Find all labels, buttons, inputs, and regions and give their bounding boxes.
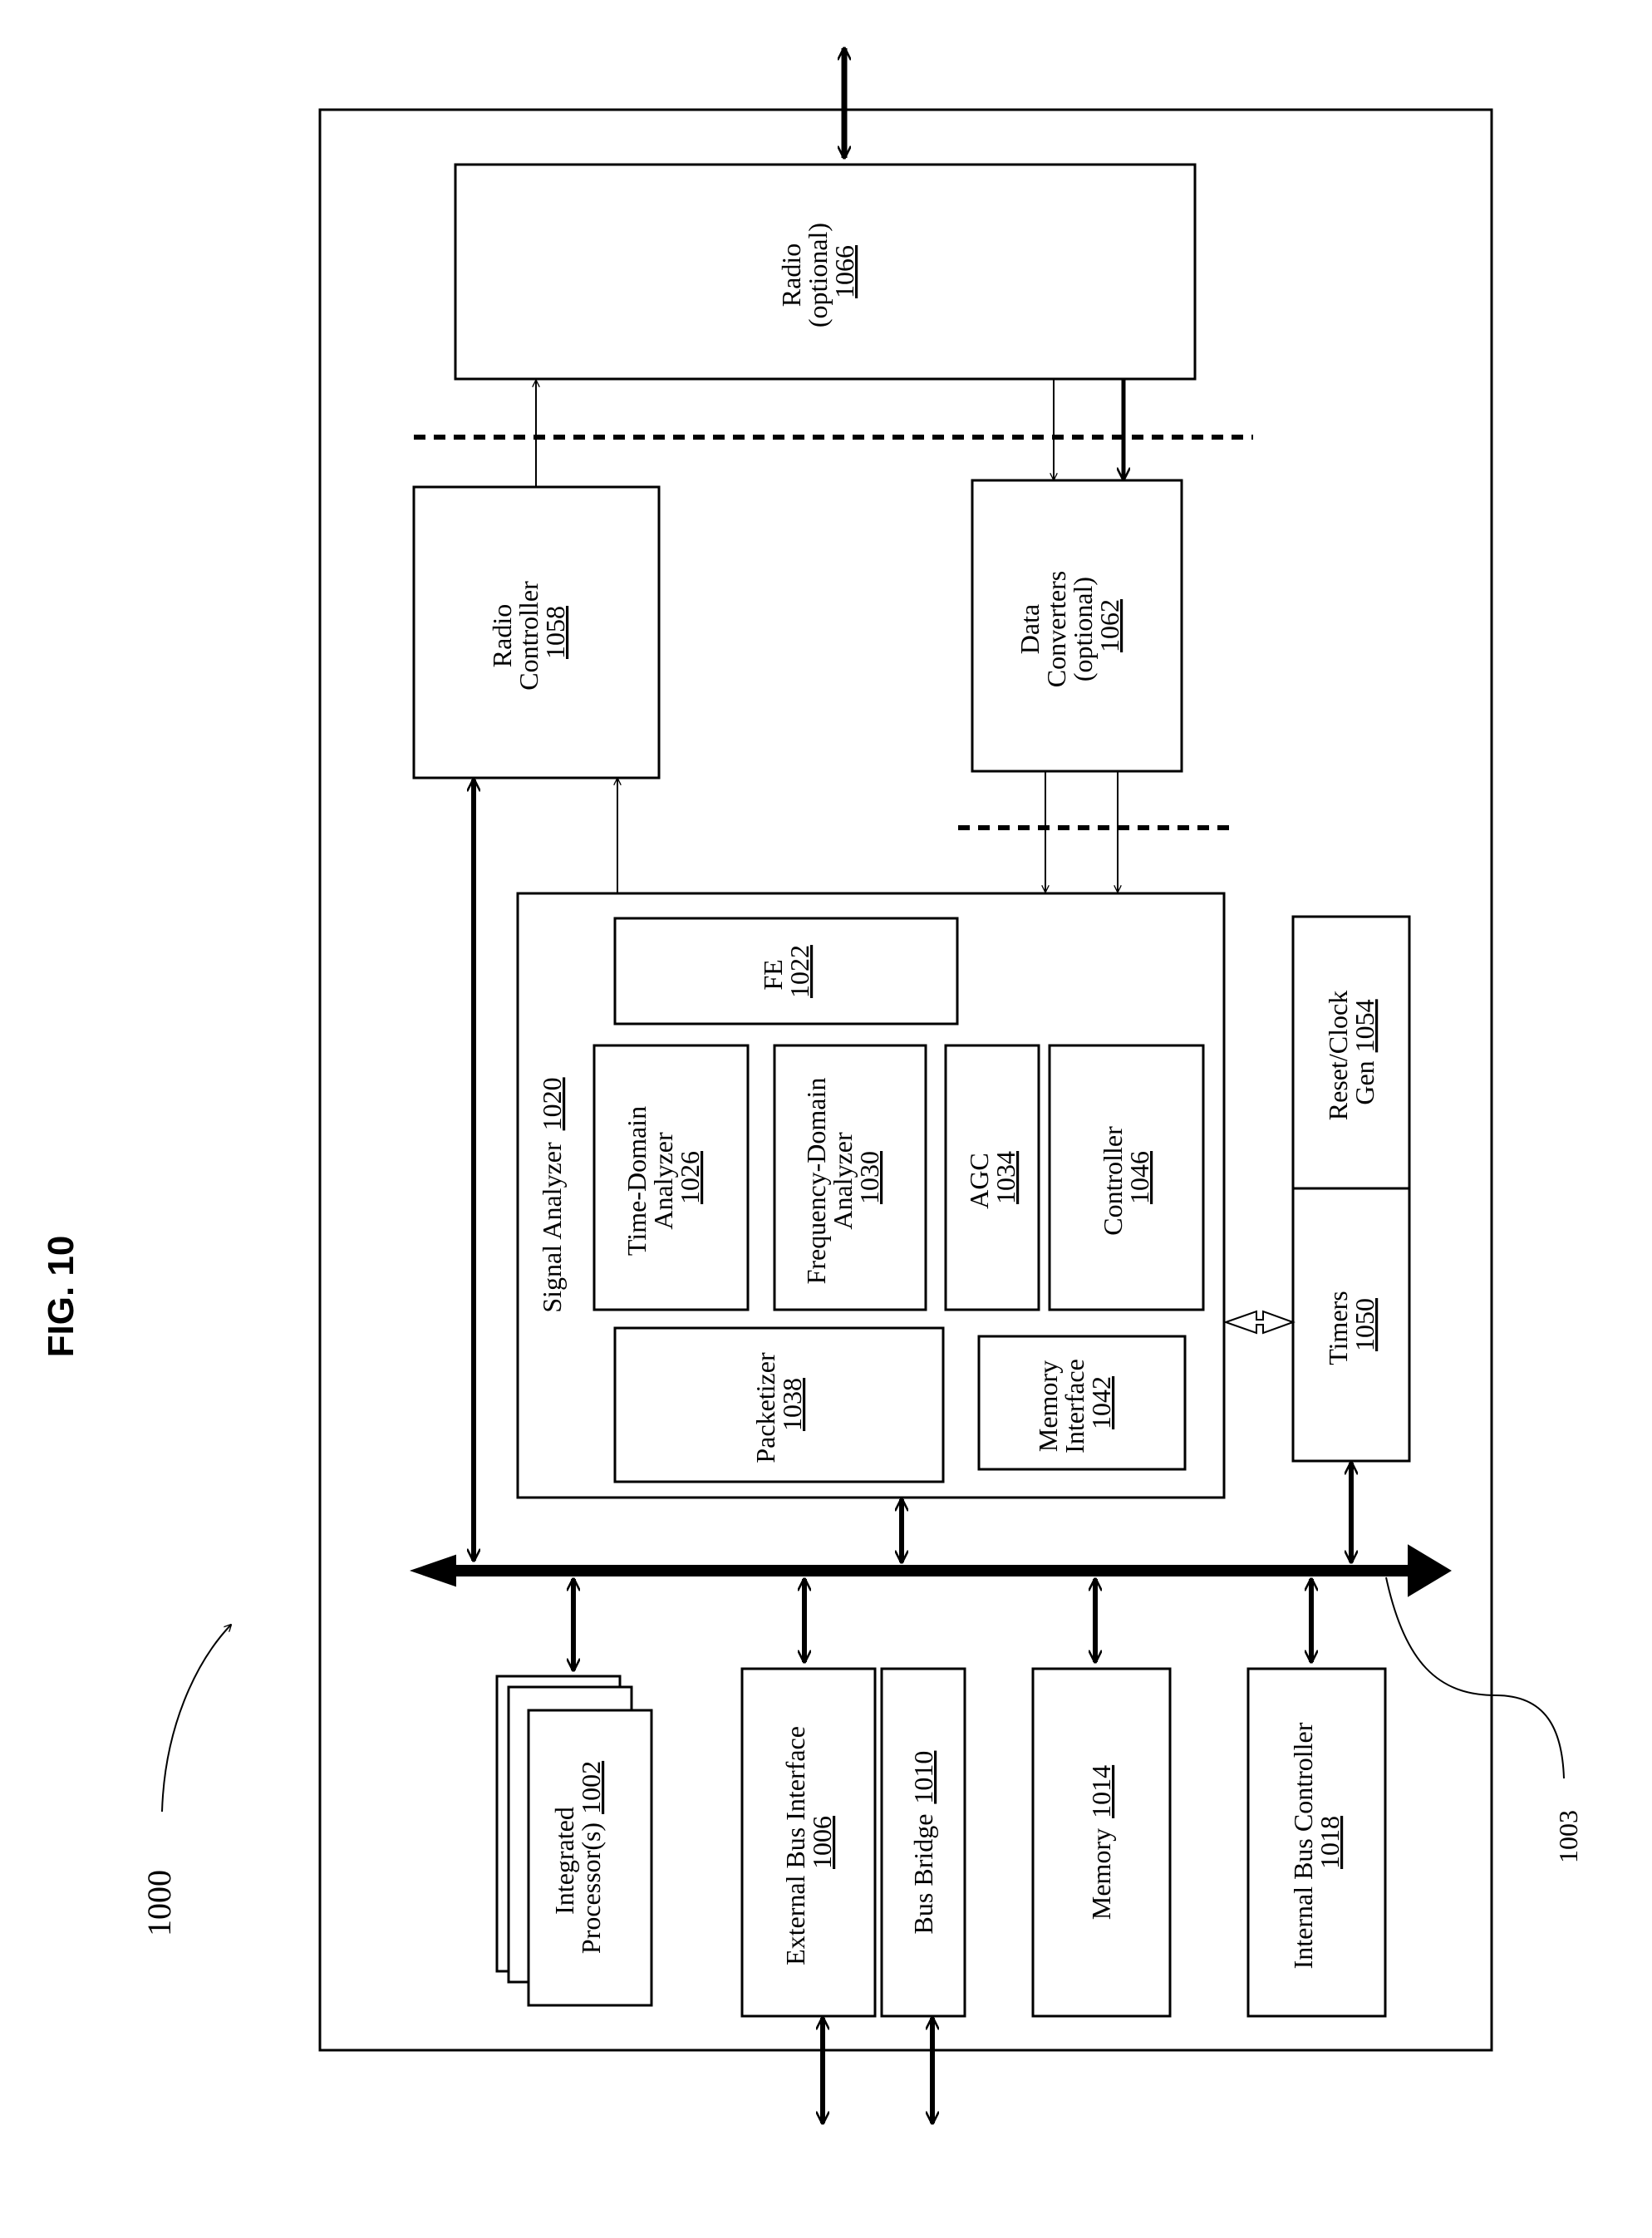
fe-block: FE 1022: [615, 918, 957, 1024]
radio-block: Radio (optional) 1066: [455, 165, 1195, 379]
system-ref-arrow: [162, 1625, 231, 1812]
memory-label: Memory1014: [1086, 1765, 1116, 1920]
system-reference: 1000: [140, 1625, 231, 1936]
system-ref-label: 1000: [140, 1870, 178, 1936]
reset-clock-label: Reset/Clock Gen1054: [1323, 984, 1379, 1120]
system-bus: [412, 1546, 1450, 1596]
reset-clock-gen-block: Reset/Clock Gen1054: [1293, 917, 1409, 1188]
bus-reference: 1003: [1386, 1577, 1583, 1863]
bus-bridge-label: Bus Bridge1010: [908, 1751, 938, 1935]
controller-block: Controller 1046: [1050, 1045, 1203, 1310]
external-bus-interface-block: External Bus Interface 1006: [742, 1669, 875, 2016]
frequency-domain-analyzer-block: Frequency-Domain Analyzer 1030: [774, 1045, 926, 1310]
radio-controller-block: Radio Controller 1058: [414, 487, 659, 778]
bus-ref-label: 1003: [1553, 1810, 1583, 1863]
time-domain-analyzer-block: Time-Domain Analyzer 1026: [594, 1045, 748, 1310]
bus-ref-leader: [1386, 1577, 1564, 1778]
memory-interface-block: Memory Interface 1042: [979, 1336, 1185, 1469]
signal-analyzer-label: Signal Analyzer1020: [537, 1077, 567, 1312]
timers-analyzer-link: [1226, 1311, 1293, 1333]
fe-label: FE 1022: [758, 945, 814, 998]
timers-block: Timers 1050: [1293, 1188, 1409, 1461]
internal-bus-controller-block: Internal Bus Controller 1018: [1248, 1669, 1385, 2016]
bus-bridge-block: Bus Bridge1010: [882, 1669, 965, 2016]
agc-label: AGC 1034: [964, 1146, 1020, 1209]
packetizer-block: Packetizer 1038: [615, 1328, 943, 1482]
figure-title: FIG. 10: [41, 1236, 81, 1358]
memory-block: Memory1014: [1033, 1669, 1170, 2016]
agc-block: AGC 1034: [946, 1045, 1039, 1310]
signal-analyzer-block: Signal Analyzer1020 FE 1022 Time-Domain …: [518, 893, 1224, 1498]
data-converters-block: Data Converters (optional) 1062: [972, 480, 1182, 771]
integrated-processors-block: Integrated Processor(s)1002: [497, 1676, 651, 2005]
